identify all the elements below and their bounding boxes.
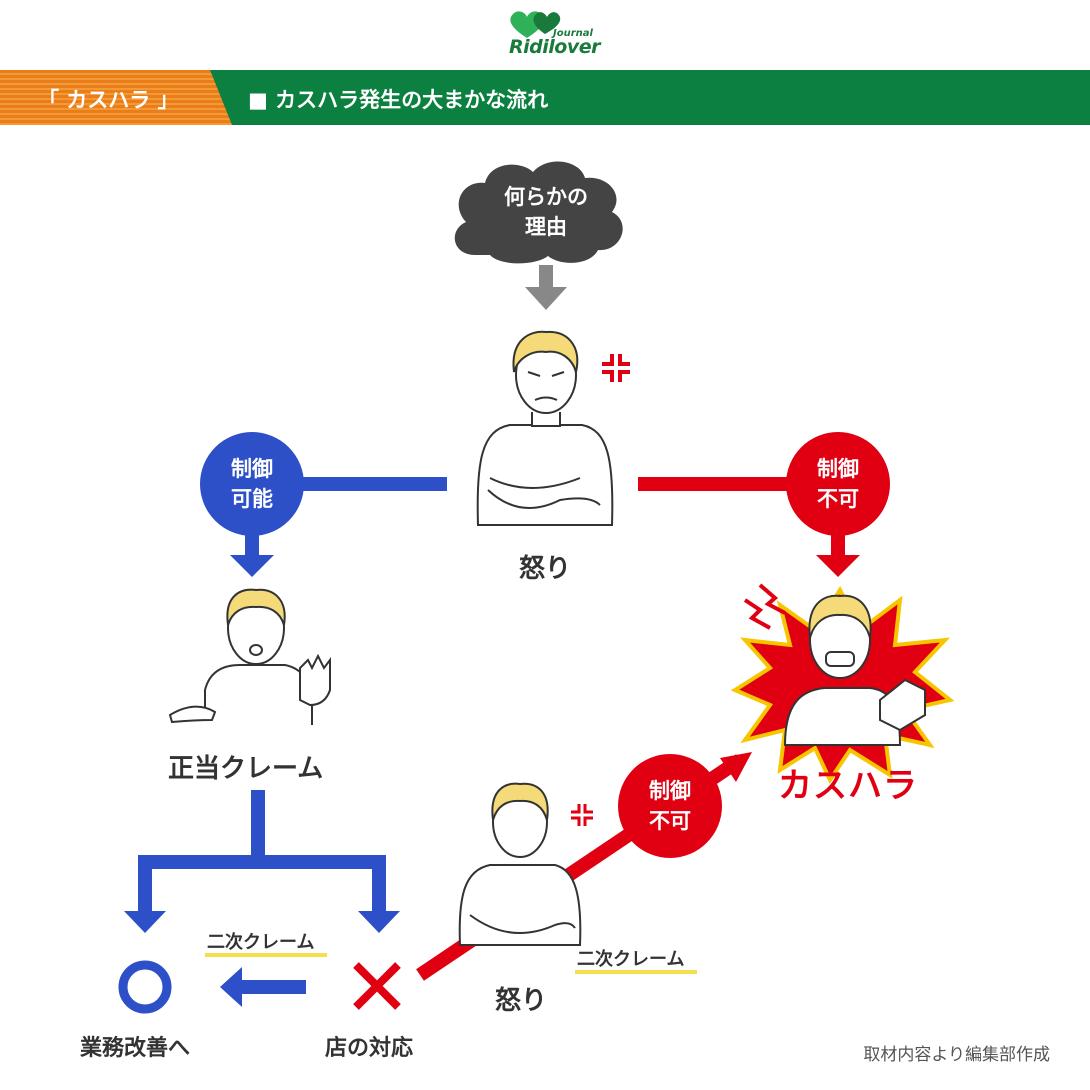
blue-branch-line: [200, 432, 447, 577]
business-improve-label: 業務改善へ: [80, 1036, 191, 1061]
reason-cloud-text: 何らかの 理由: [486, 182, 606, 242]
underline-right: [575, 970, 697, 974]
legit-claim-person: [168, 588, 331, 725]
credit-text: 取材内容より編集部作成: [863, 1045, 1050, 1065]
store-response-label: 店の対応: [325, 1036, 414, 1061]
anger-bottom-label: 怒り: [495, 986, 548, 1016]
claim-tree-lines: [124, 790, 400, 933]
header-tag-background: [0, 70, 232, 125]
control-ok-text: 制御 可能: [212, 454, 292, 514]
arrow-down-gray-icon: [525, 265, 567, 310]
anger-top-label: 怒り: [519, 554, 572, 584]
angry-person-bottom: [458, 782, 582, 946]
control-ok-line1: 制御: [231, 457, 273, 481]
secondary-claim-right: 二次クレーム: [577, 949, 685, 970]
control-ng2-line2: 不可: [649, 809, 691, 833]
red-branch-line: [638, 432, 890, 577]
ridilover-logo: Journal Ridilover: [505, 8, 600, 66]
control-ng2-line1: 制御: [649, 779, 691, 803]
reason-cloud: [454, 161, 623, 264]
cloud-line2: 理由: [525, 215, 567, 239]
angry-person-top: [476, 330, 614, 526]
kasuhara-label: カスハラ: [778, 766, 918, 806]
logo-text: Ridilover: [509, 36, 600, 58]
kasuhara-burst: [730, 585, 955, 785]
arrow-left-blue-icon: [220, 967, 306, 1007]
control-ng-line1: 制御: [817, 457, 859, 481]
underline-left: [205, 953, 327, 957]
control-ng-line2: 不可: [817, 487, 859, 511]
control-ng-text: 制御 不可: [798, 454, 878, 514]
header-tag: 「 カスハラ 」: [38, 88, 179, 112]
secondary-claim-left: 二次クレーム: [207, 932, 315, 953]
ok-circle-icon: [118, 960, 172, 1014]
cloud-line1: 何らかの: [504, 185, 588, 209]
control-ok-line2: 可能: [231, 487, 273, 511]
heart-logo-icon: [510, 11, 561, 38]
logo-sub-text: Journal: [553, 28, 593, 39]
ng-cross-icon: [353, 962, 401, 1010]
anger-mark-icon: [602, 354, 630, 382]
lightning-icon: [743, 583, 786, 630]
legit-claim-label: 正当クレーム: [168, 754, 324, 784]
anger-mark-small-icon: [571, 804, 593, 826]
control-ng2-text: 制御 不可: [630, 776, 710, 836]
header-title: ■ カスハラ発生の大まかな流れ: [248, 88, 549, 112]
